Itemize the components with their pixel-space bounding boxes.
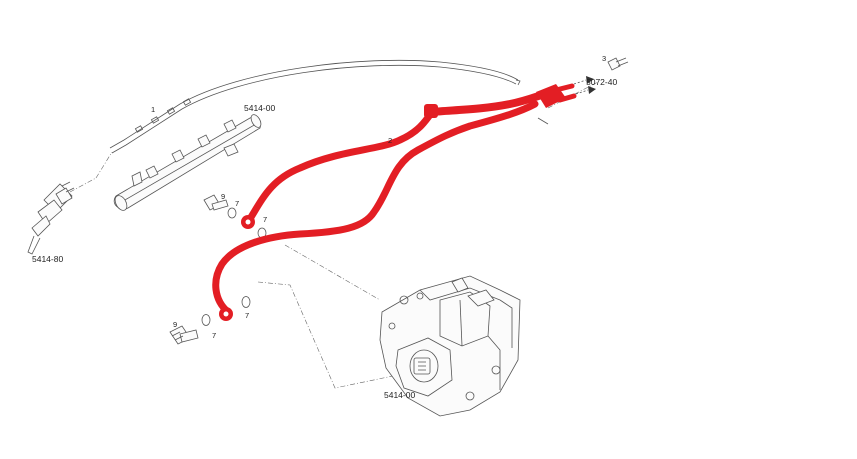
label-item-7-upper-a: 7 bbox=[235, 199, 239, 208]
label-pump-code: 5414-00 bbox=[384, 390, 415, 400]
leader-line-pump-lower bbox=[257, 281, 413, 389]
label-connector-code: 5072-40 bbox=[586, 77, 617, 87]
injector bbox=[27, 181, 75, 255]
label-item-1: 1 bbox=[151, 105, 155, 114]
label-item-9-upper: 9 bbox=[221, 192, 225, 201]
high-pressure-pump bbox=[379, 275, 521, 417]
label-item-7-lower-b: 7 bbox=[245, 311, 249, 320]
label-item-3: 3 bbox=[602, 54, 606, 63]
label-item-2: 2 bbox=[388, 136, 392, 145]
common-rail bbox=[113, 114, 262, 211]
seal-ring-lower-a bbox=[201, 314, 211, 326]
seal-ring-upper-a bbox=[227, 207, 237, 219]
leader-lines bbox=[69, 81, 599, 389]
label-rail-code: 5414-00 bbox=[244, 103, 275, 113]
line-junction-block bbox=[424, 104, 438, 118]
small-bolt bbox=[607, 57, 629, 71]
upper-banjo-bolt bbox=[203, 194, 229, 211]
label-item-7-upper-b: 7 bbox=[263, 215, 267, 224]
lower-banjo-bolt bbox=[169, 325, 199, 345]
label-item-7-lower-a: 7 bbox=[212, 331, 216, 340]
arrow-head-lower bbox=[588, 86, 596, 94]
connector-arrows bbox=[537, 76, 596, 125]
leader-line-pump-upper bbox=[284, 244, 381, 301]
banjo-eye-lower-hole bbox=[223, 311, 229, 317]
leader-line-injector bbox=[69, 177, 97, 193]
arrow-head-upper bbox=[586, 76, 594, 84]
leader-line-injector-rail bbox=[95, 151, 113, 179]
high-pressure-fuel-line bbox=[212, 83, 577, 321]
return-line bbox=[109, 59, 521, 154]
label-item-9-lower: 9 bbox=[173, 320, 177, 329]
seal-ring-lower-b bbox=[241, 296, 251, 308]
banjo-eye-upper-hole bbox=[245, 219, 251, 225]
label-injector-code: 5414-80 bbox=[32, 254, 63, 264]
